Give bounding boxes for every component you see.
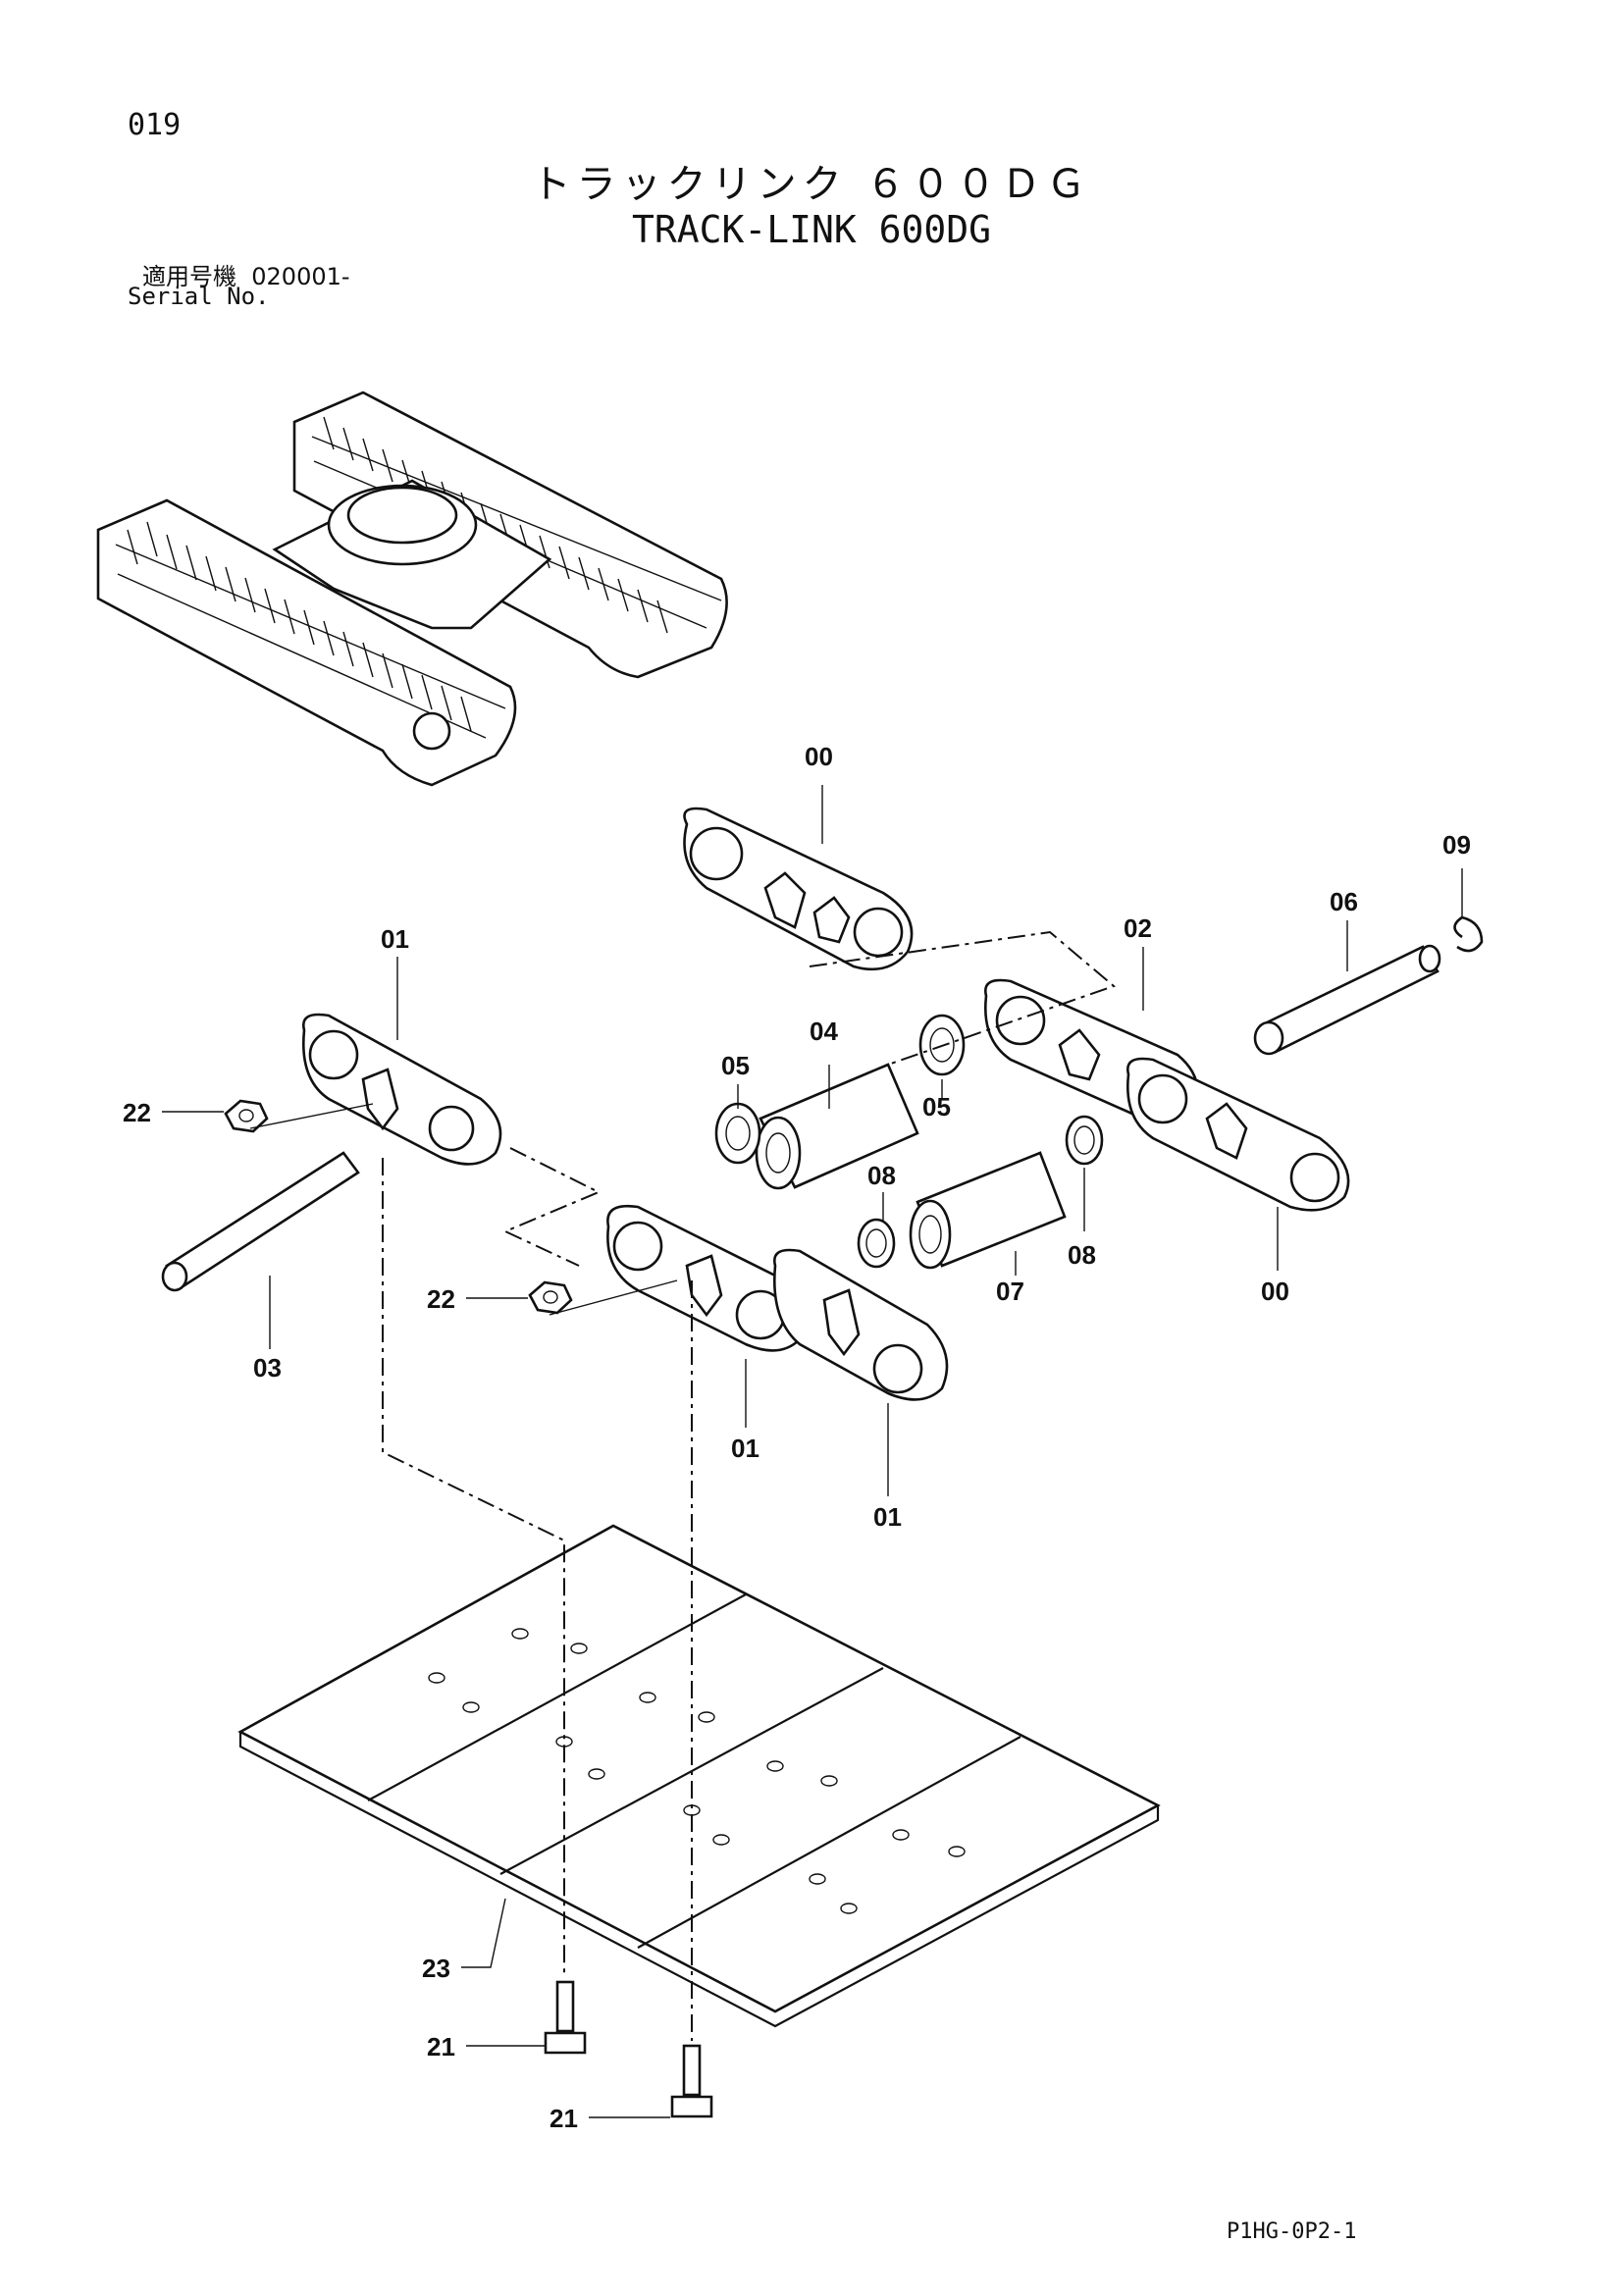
track-link-01-left (302, 1013, 502, 1166)
bushing-07 (909, 1151, 1067, 1270)
callout-00-right: 00 (1261, 1277, 1289, 1306)
drawing-code: P1HG-0P2-1 (1227, 2219, 1357, 2244)
assembly-center-lines (249, 930, 1116, 2041)
seal-05-left (714, 1102, 761, 1165)
callout-08-left: 08 (867, 1161, 896, 1190)
leader-lines (162, 785, 1463, 2118)
track-link-00-right (1126, 1057, 1350, 1212)
callout-06: 06 (1330, 887, 1358, 916)
callout-02: 02 (1124, 913, 1152, 943)
pin-06 (1253, 944, 1441, 1056)
title-japanese: トラックリンク ６００ＤＧ (531, 162, 1092, 207)
spacer-08-left (857, 1218, 896, 1269)
callout-23: 23 (422, 1954, 450, 1983)
callout-07: 07 (996, 1277, 1024, 1306)
callout-04: 04 (810, 1017, 838, 1046)
callout-05-left: 05 (721, 1051, 750, 1080)
page-number: 019 (128, 108, 182, 142)
callout-09: 09 (1442, 830, 1471, 860)
pin-03 (161, 1151, 360, 1292)
callout-labels: 00 01 02 06 09 04 05 05 08 08 07 00 22 2… (123, 742, 1471, 2133)
bolt-21-upper (544, 1980, 587, 2055)
callout-01-mid: 01 (731, 1434, 759, 1463)
callout-00-top: 00 (805, 742, 833, 771)
title-english: TRACK-LINK 600DG (631, 208, 992, 251)
callout-05-right: 05 (922, 1092, 951, 1122)
callout-22-lower: 22 (427, 1284, 455, 1314)
callout-22-upper: 22 (123, 1098, 151, 1127)
undercarriage-overview (96, 391, 728, 787)
callout-21-lower: 21 (550, 2104, 578, 2133)
callout-01-bottom: 01 (873, 1502, 902, 1532)
track-shoe-23 (237, 1524, 1161, 2028)
track-link-01-bottom (773, 1248, 949, 1401)
bushing-04 (755, 1063, 919, 1190)
serial-label-jp: 適用号機 (142, 263, 236, 290)
nut-22-upper (224, 1099, 269, 1133)
serial-value: 020001- (251, 263, 350, 290)
spacer-08-right (1065, 1115, 1104, 1166)
serial-line-japanese: 適用号機 020001- (142, 257, 350, 291)
callout-03: 03 (253, 1353, 282, 1383)
bolt-21-lower (670, 2044, 713, 2118)
serial-label-en: Serial No. (128, 283, 270, 310)
track-link-00-top (683, 807, 914, 971)
nut-22-lower (528, 1280, 573, 1315)
callout-01-left: 01 (381, 924, 409, 954)
callout-08-right: 08 (1068, 1240, 1096, 1270)
callout-21-upper: 21 (427, 2032, 455, 2061)
snap-ring-09 (1453, 915, 1484, 953)
